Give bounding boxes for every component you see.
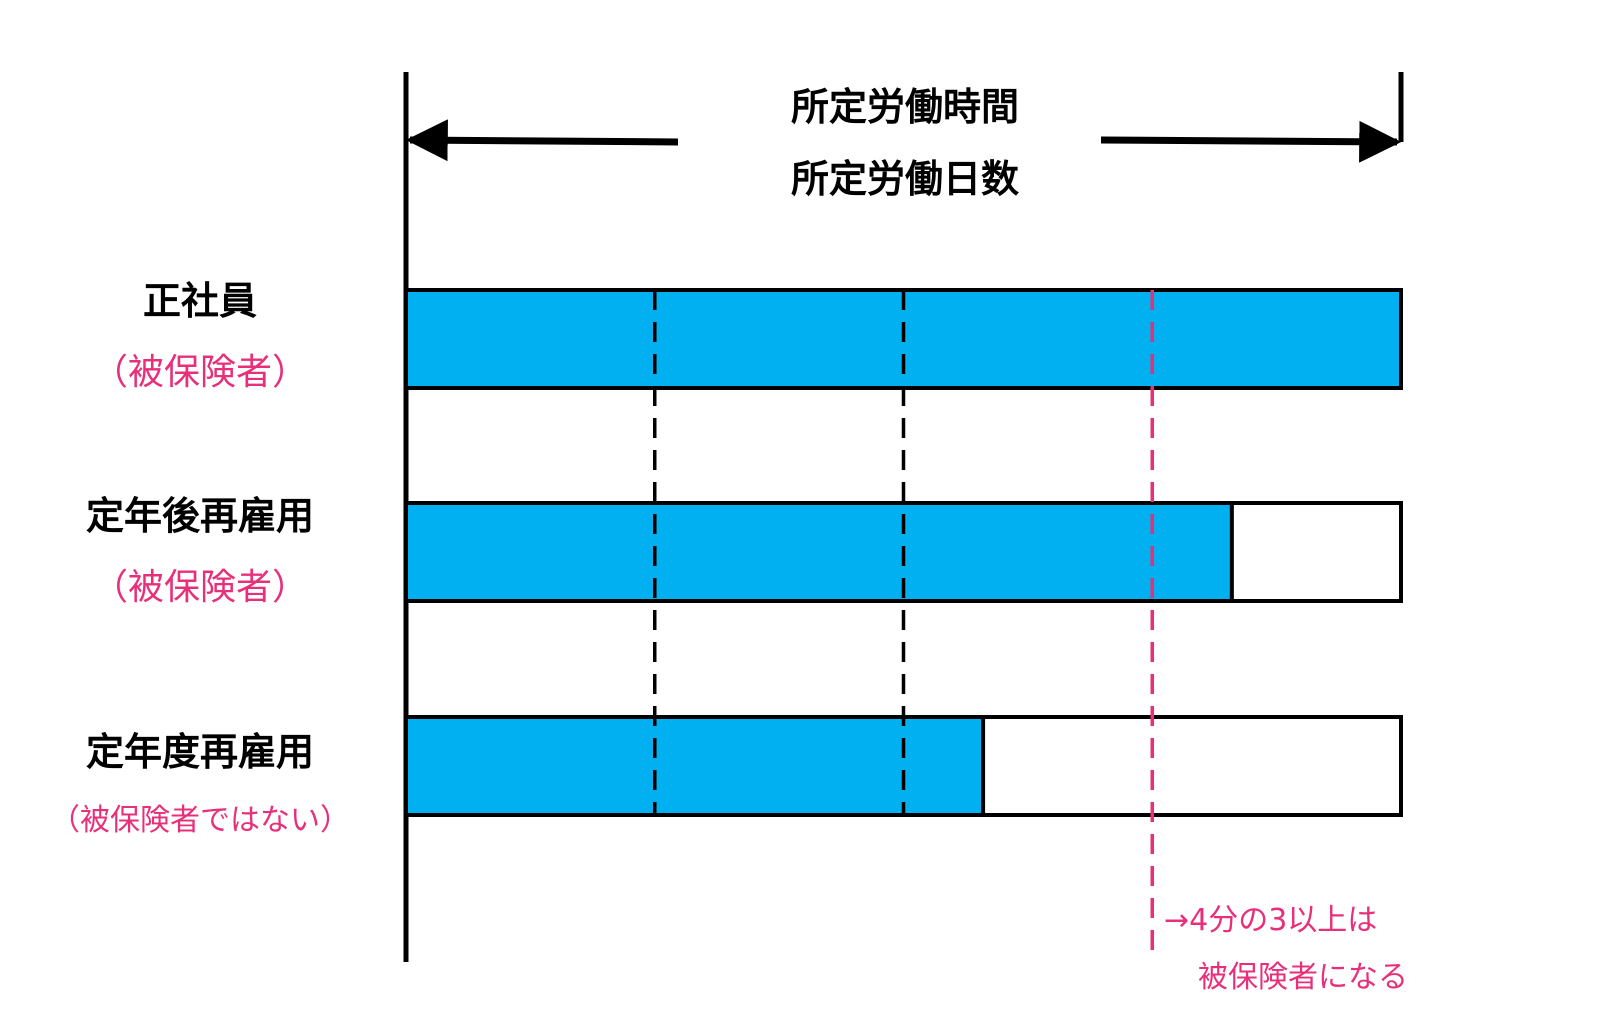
row-status-rehire-retirement-year: （被保険者ではない） bbox=[50, 803, 350, 838]
right-arrow bbox=[1100, 120, 1402, 163]
bar-outline-1 bbox=[404, 501, 1403, 603]
row-title-rehire-after-retirement: 定年後再雇用 bbox=[85, 494, 314, 538]
threshold-note-line1: →4分の3以上は bbox=[1164, 903, 1378, 938]
row-title-rehire-retirement-year: 定年度再雇用 bbox=[85, 730, 314, 774]
row-title-regular-employee: 正社員 bbox=[142, 279, 257, 323]
threshold-note-line2: 被保険者になる bbox=[1198, 960, 1408, 995]
bar-fill-2 bbox=[406, 717, 984, 815]
header-days-label: 所定労働日数 bbox=[790, 157, 1019, 201]
row-status-rehire-after-retirement: （被保険者） bbox=[91, 567, 308, 608]
header-hours-label: 所定労働時間 bbox=[790, 85, 1019, 129]
row-status-regular-employee: （被保険者） bbox=[91, 352, 308, 393]
bar-fill-1 bbox=[406, 503, 1232, 601]
left-arrow bbox=[405, 119, 679, 162]
